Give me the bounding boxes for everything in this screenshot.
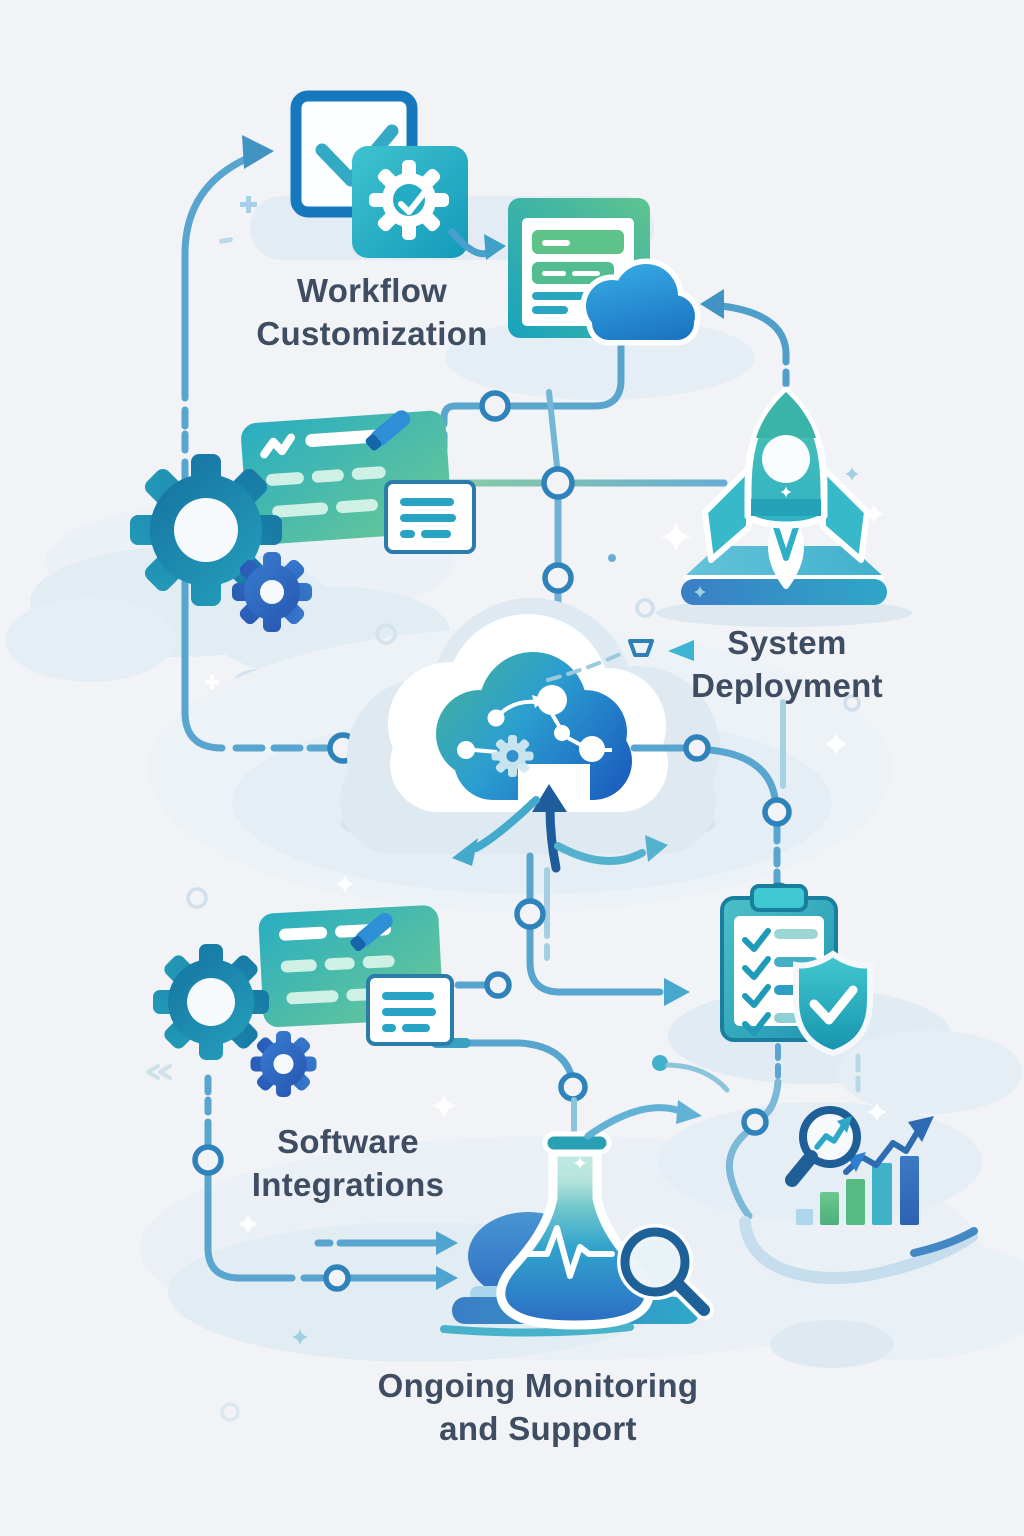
pencil-icon — [365, 410, 411, 451]
connector-left-rail — [181, 154, 414, 752]
arrow-rocket-to-cloud — [700, 289, 790, 388]
connector-flask-branch — [584, 1055, 730, 1140]
label-workflow-customization: Workflow Customization — [256, 269, 487, 355]
label-system-deployment: System Deployment — [691, 621, 883, 707]
connector-document-stub — [546, 389, 560, 469]
connector-nodes-upper — [327, 390, 575, 764]
sticky-note-icon — [384, 480, 476, 554]
rocket-window — [762, 435, 810, 483]
rocket-launchpad-icon — [656, 386, 912, 627]
label-line: and Support — [439, 1410, 637, 1447]
arrow-head-into-checkbox — [242, 135, 274, 169]
magnifier-icon — [617, 1224, 714, 1320]
cloud-network-gear-icon — [436, 652, 632, 804]
arrow-cloud-to-left — [452, 796, 540, 866]
connector-right-s-curve — [725, 1043, 978, 1284]
label-line: System — [727, 624, 847, 661]
shield-check-icon — [793, 950, 873, 1057]
label-line: Customization — [256, 315, 488, 352]
connector-center-bottom — [442, 852, 664, 1076]
magnifier-trend-icon — [785, 1106, 861, 1187]
gears-icon-bottom — [153, 944, 317, 1097]
connector-cloud-to-clipboard — [630, 744, 781, 888]
document-list-cloud-icon — [508, 198, 701, 346]
flask-pulse-icon — [440, 1131, 700, 1337]
arrow-badge-to-document — [448, 228, 506, 260]
label-line: Workflow — [296, 272, 448, 309]
label-line: Ongoing Monitoring — [377, 1367, 699, 1404]
growth-bar-chart-icon — [796, 1116, 934, 1225]
connector-bottom-left-rail — [204, 1074, 440, 1282]
arrow-up-into-cloud — [532, 784, 567, 873]
label-line: Software — [277, 1123, 419, 1160]
arrow-head-right-2 — [436, 1266, 458, 1290]
label-line: Deployment — [691, 667, 883, 704]
arrow-cloud-to-right — [554, 835, 668, 865]
rocket-nose — [756, 392, 816, 438]
deployment-pointer-glyphs — [546, 639, 694, 682]
gear-check-badge-icon — [352, 146, 468, 258]
label-software-integrations: Software Integrations — [252, 1120, 444, 1206]
connector-node-chart — [741, 1108, 769, 1136]
label-ongoing-monitoring-support: Ongoing Monitoring and Support — [378, 1364, 699, 1450]
arrow-head-right-1 — [436, 1231, 458, 1255]
gears-icon-top — [130, 454, 312, 632]
arrow-head-to-clipboard — [664, 978, 690, 1006]
sparkles — [146, 196, 887, 1422]
connector-nodes-right — [683, 734, 792, 827]
connector-nodes-bottom-left — [192, 1144, 351, 1292]
pencil-icon-2 — [350, 913, 393, 952]
label-line: Integrations — [251, 1166, 445, 1203]
sticky-note-icon-2 — [366, 974, 454, 1046]
small-cloud-fill — [586, 264, 695, 340]
